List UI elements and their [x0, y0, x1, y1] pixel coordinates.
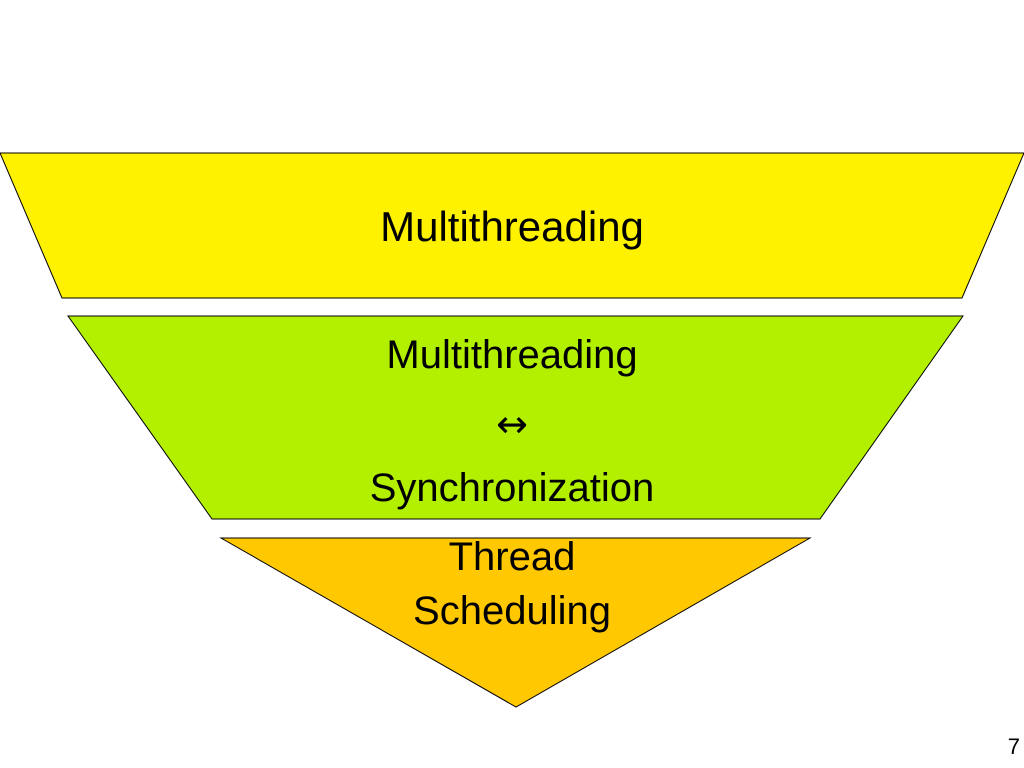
bidirectional-arrow-icon: ↔ [496, 402, 528, 446]
funnel-middle-label-line1: Multithreading [386, 333, 638, 377]
funnel-tier-top-shape [0, 152, 1024, 299]
funnel-tier-middle-shape [67, 315, 964, 520]
funnel-bottom-label-line2: Scheduling [413, 589, 611, 633]
page-number: 7 [1007, 734, 1020, 759]
funnel-top-label: Multithreading [380, 203, 644, 250]
funnel-middle-label-line2: Synchronization [369, 466, 655, 510]
funnel-tier-bottom-shape [219, 537, 812, 708]
funnel-bottom-label-line1: Thread [448, 535, 576, 579]
